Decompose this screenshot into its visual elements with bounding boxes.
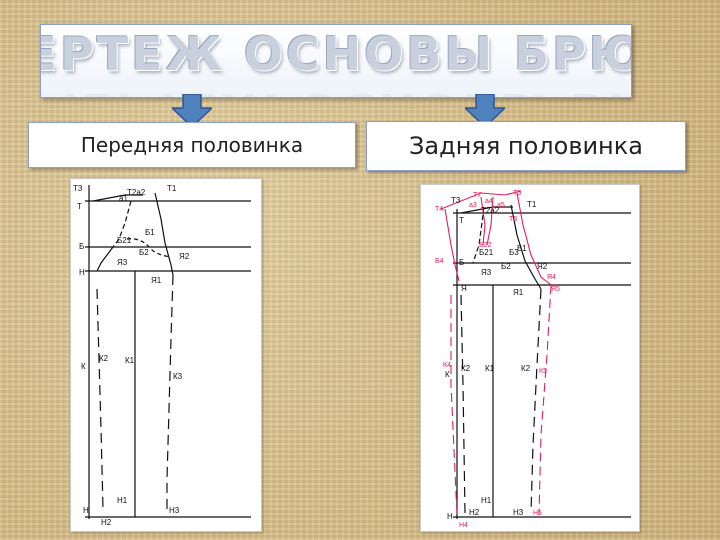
- back-red-seat-seam: [444, 208, 460, 282]
- back-pt-a5: а5: [497, 202, 505, 209]
- front-pt-a1: а1: [119, 194, 128, 203]
- front-half-label-box: Передняя половинка: [28, 122, 356, 168]
- back-pt-ya: Я: [461, 284, 467, 293]
- back-pt-b3: Б3: [509, 248, 519, 257]
- front-pattern-svg: Т3 Т Т2а2 а1 Т1 Б Б21 Б1 Б2 Я3 Я2 Я1 Н К…: [73, 184, 251, 527]
- back-half-label-box: Задняя половинка: [366, 121, 686, 171]
- back-half-label: Задняя половинка: [409, 132, 643, 160]
- back-pt-b4: Б4: [435, 258, 444, 265]
- back-pt-b1: Б1: [517, 244, 527, 253]
- back-pt-h3: Н3: [513, 508, 524, 517]
- back-pt-h2: Н2: [469, 508, 480, 517]
- back-seat-line-dashed: [472, 214, 484, 264]
- back-red-dart-1: [480, 196, 486, 246]
- back-pt-t3: Т3: [451, 196, 461, 205]
- back-pt-t2a2: Т2а2: [481, 206, 500, 215]
- front-pt-hbot: Н: [83, 506, 89, 515]
- back-pt-k5: К5: [539, 368, 547, 375]
- front-waist-curve: [92, 194, 143, 202]
- back-pt-b21: Б21: [479, 248, 494, 257]
- front-fly-line: [112, 200, 132, 248]
- back-red-inseam-dashed: [450, 295, 458, 516]
- front-pt-t: Т: [77, 202, 82, 211]
- back-red-dart-2: [486, 196, 494, 246]
- back-side-seam-top: [510, 204, 542, 290]
- back-half-drawing: Т3 Т1 Т2а2 Т Б21 Б3 Б1 Б2 Б Я3 Я2 Я Я1 К…: [420, 184, 640, 532]
- back-pt-a3: а3: [469, 202, 477, 209]
- back-pt-k4: К4: [443, 362, 451, 369]
- front-side-seam-dashed: [166, 274, 174, 513]
- front-pt-k: К: [81, 362, 86, 371]
- back-pt-ya3: Я3: [481, 268, 492, 277]
- front-half-label: Передняя половинка: [80, 133, 304, 157]
- back-pt-t5: Т5: [513, 190, 521, 197]
- back-pt-ya4: Я4: [547, 274, 556, 281]
- front-pt-h: Н: [79, 268, 85, 277]
- back-pt-ya1: Я1: [513, 288, 524, 297]
- front-pt-t1: Т1: [167, 184, 177, 193]
- back-inseam-dashed: [460, 294, 466, 514]
- back-pt-h5: Н5: [533, 510, 542, 517]
- front-pocket-curve: [126, 238, 172, 258]
- back-red-side-seam: [516, 192, 552, 286]
- front-pt-t3: Т3: [73, 184, 83, 193]
- front-pt-b21: Б21: [117, 236, 132, 245]
- front-pt-h1: Н1: [117, 496, 128, 505]
- back-pattern-svg: Т3 Т1 Т2а2 Т Б21 Б3 Б1 Б2 Б Я3 Я2 Я Я1 К…: [435, 190, 631, 529]
- front-pt-k2: К2: [99, 354, 109, 363]
- front-pt-k3: К3: [173, 372, 183, 381]
- slide-title: ЧЕРТЕЖ ОСНОВЫ БРЮК: [41, 27, 631, 81]
- front-pt-k1: К1: [125, 356, 135, 365]
- back-red-side-seam-dashed: [538, 284, 552, 516]
- back-pt-t6: Т6: [509, 216, 517, 223]
- back-pt-a4: а4: [485, 198, 493, 205]
- back-pt-k2l: К2: [461, 364, 471, 373]
- front-side-seam-top: [154, 192, 174, 276]
- back-pt-ya5: Я5: [551, 286, 560, 293]
- front-pt-ya2: Я2: [179, 252, 190, 261]
- back-pt-kl: К: [445, 370, 450, 379]
- slide-title-reflection: ЧЕРТЕЖ ОСНОВЫ БРЮК: [41, 83, 631, 97]
- down-arrow-icon-right: [465, 94, 505, 128]
- back-pt-ya2: Я2: [537, 262, 548, 271]
- back-pt-t4: Т4: [435, 206, 443, 213]
- front-pt-h2: Н2: [101, 518, 112, 527]
- back-red-waist-line: [440, 190, 522, 210]
- back-pt-t7: Т7: [473, 192, 481, 199]
- front-crotch-curve: [96, 246, 114, 272]
- front-inseam-dashed: [96, 288, 104, 510]
- back-pt-b2: Б2: [501, 262, 511, 271]
- front-pt-ya1: Я1: [151, 276, 162, 285]
- back-pt-h1: Н1: [481, 496, 492, 505]
- title-banner: ЧЕРТЕЖ ОСНОВЫ БРЮК ЧЕРТЕЖ ОСНОВЫ БРЮК: [40, 24, 632, 98]
- back-pt-b: Б: [459, 258, 464, 267]
- front-pt-b2: Б2: [139, 248, 149, 257]
- back-pt-t: Т: [459, 216, 464, 225]
- back-side-seam-dashed: [530, 288, 542, 514]
- back-pt-h: Н: [447, 512, 453, 521]
- down-arrow-icon-left: [172, 94, 212, 128]
- front-pt-b: Б: [79, 242, 84, 251]
- back-pt-t1: Т1: [527, 200, 537, 209]
- front-pt-b1: Б1: [145, 228, 155, 237]
- back-pt-k2r: К2: [521, 364, 531, 373]
- front-half-drawing: Т3 Т Т2а2 а1 Т1 Б Б21 Б1 Б2 Я3 Я2 Я1 Н К…: [70, 178, 262, 532]
- front-pt-ya3: Я3: [117, 258, 128, 267]
- back-pt-h4: Н4: [459, 522, 468, 529]
- front-pt-t2a2: Т2а2: [127, 188, 146, 197]
- back-waist-curve: [460, 206, 513, 214]
- back-pt-k1: К1: [485, 364, 495, 373]
- back-pt-b22: Б22: [479, 242, 491, 249]
- front-pt-h3: Н3: [169, 506, 180, 515]
